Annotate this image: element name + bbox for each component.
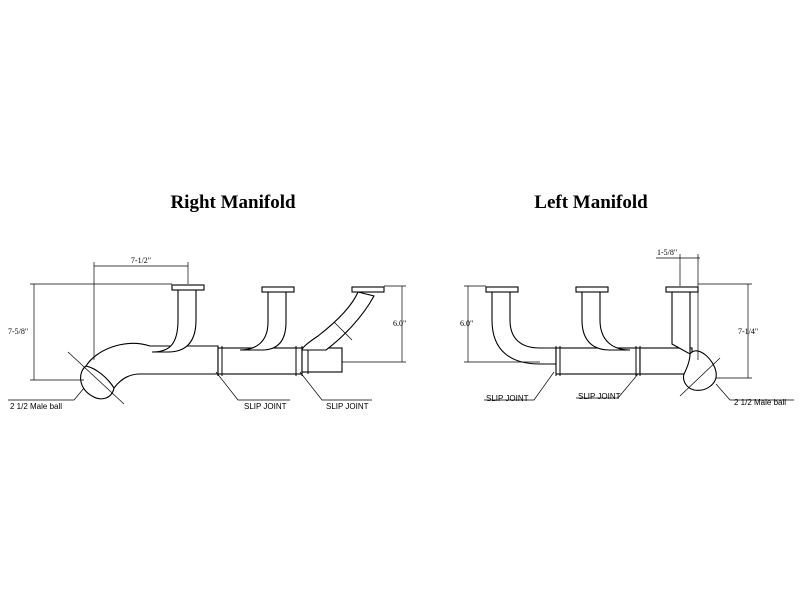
- left-riser-1: [485, 286, 557, 365]
- right-slip-label-1: SLIP JOINT: [244, 402, 287, 411]
- right-dim-width: 7-1/2": [131, 256, 151, 265]
- left-riser-2: [575, 286, 631, 351]
- right-ball-label: 2 1/2 Male ball: [10, 402, 62, 411]
- right-main-pipe: [85, 342, 219, 389]
- right-riser-3: [301, 286, 385, 351]
- right-manifold-title: Right Manifold: [170, 192, 296, 213]
- left-dim-flange: 1-5/8": [657, 248, 677, 257]
- right-slip-section-2: [301, 346, 343, 374]
- right-riser-2: [239, 286, 295, 351]
- right-riser-1: [151, 284, 205, 353]
- right-slip-label-2: SLIP JOINT: [326, 402, 369, 411]
- left-third-section: [639, 286, 721, 397]
- right-labels: 2 1/2 Male ball SLIP JOINT SLIP JOINT: [8, 371, 372, 411]
- left-slip-label-1: SLIP JOINT: [486, 394, 529, 403]
- right-manifold: Right Manifold: [8, 192, 406, 411]
- left-dimensions: 1-5/8" 6.0" 7-1/4": [460, 248, 758, 379]
- left-dim-right-height: 7-1/4": [738, 327, 758, 336]
- right-dim-left-height: 7-5/8": [8, 327, 28, 336]
- left-slip-label-2: SLIP JOINT: [578, 392, 621, 401]
- right-dimensions: 7-1/2" 7-5/8" 6.0": [8, 256, 406, 381]
- left-ball-label: 2 1/2 Male ball: [734, 398, 786, 407]
- left-dim-left-height: 6.0": [460, 319, 473, 328]
- left-labels: SLIP JOINT SLIP JOINT 2 1/2 Male ball: [484, 371, 794, 407]
- right-dim-right-height: 6.0": [393, 319, 406, 328]
- left-manifold-title: Left Manifold: [534, 192, 648, 213]
- left-manifold: Left Manifold: [460, 192, 794, 407]
